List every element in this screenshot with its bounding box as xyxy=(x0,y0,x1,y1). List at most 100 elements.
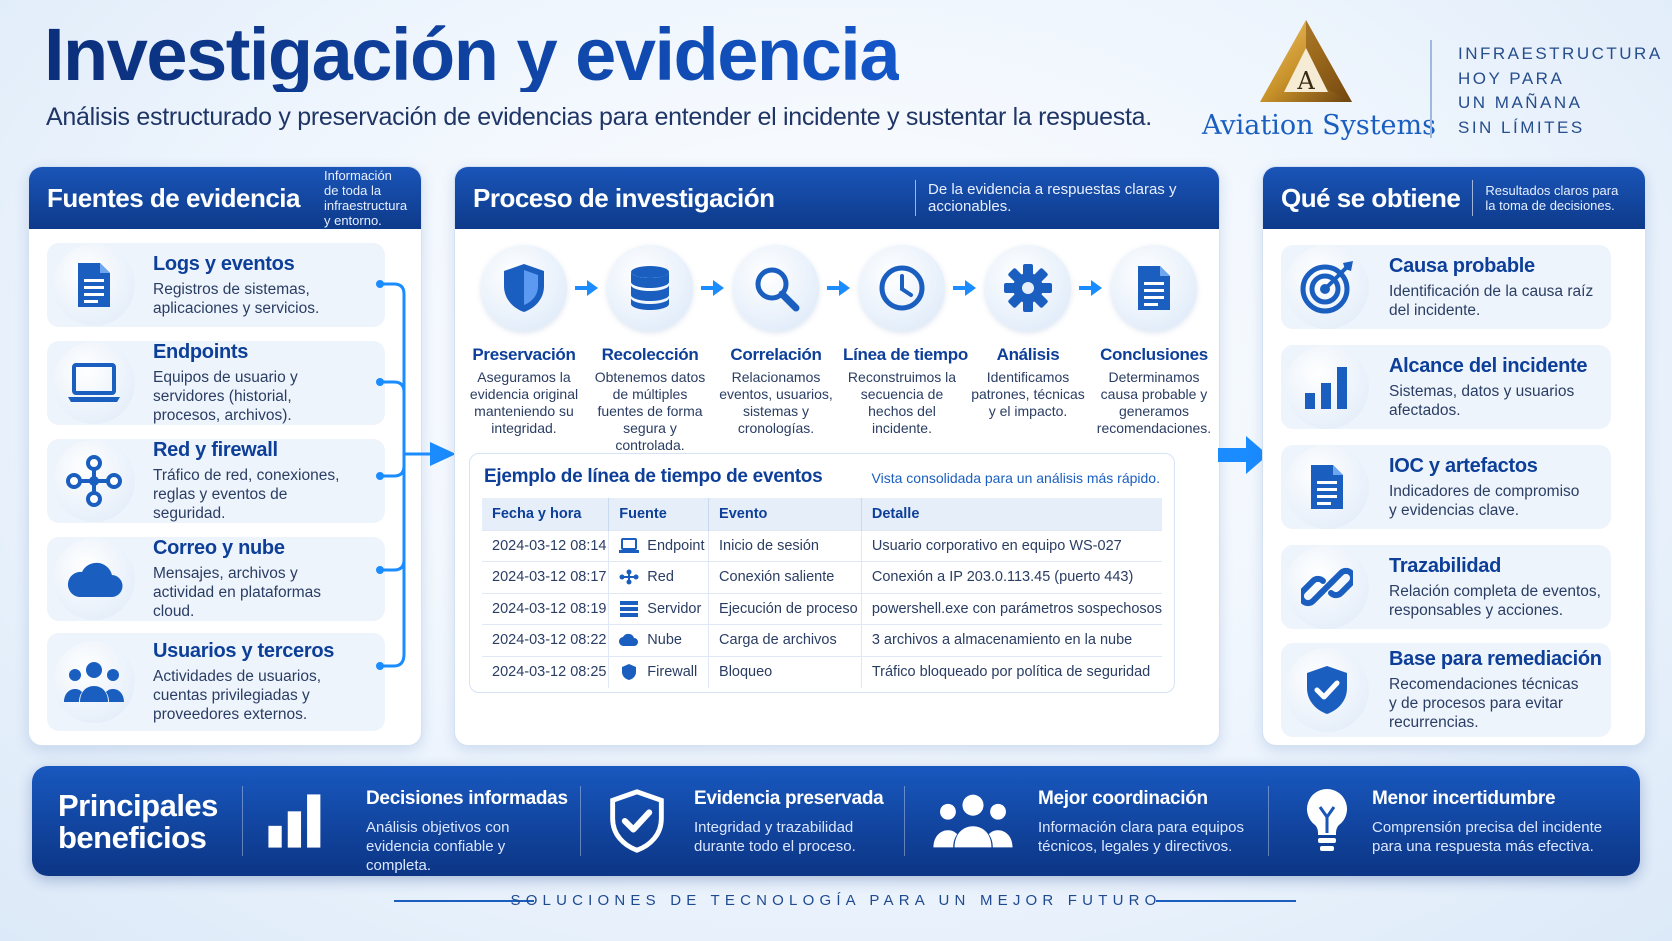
bar-chart-icon xyxy=(1305,367,1347,409)
result-desc: Identificación de la causa raíz del inci… xyxy=(1389,282,1594,319)
step-arrow-icon xyxy=(1079,280,1102,296)
column-header: Fuente xyxy=(608,498,710,530)
step-desc: Relacionamos eventos, usuarios, sistemas… xyxy=(719,369,833,436)
source-title: Endpoints xyxy=(153,341,249,363)
step-analysis: Análisis Identificamos patrones, técnica… xyxy=(969,245,1087,420)
timeline-title: Ejemplo de línea de tiempo de eventos xyxy=(484,466,823,487)
database-icon xyxy=(631,266,669,310)
step-arrow-icon xyxy=(701,280,724,296)
table-row: 2024-03-12 08:25 Firewall Bloqueo Tráfic… xyxy=(482,655,1162,688)
benefit-title: Mejor coordinación xyxy=(1038,788,1208,809)
laptop-icon xyxy=(619,537,640,553)
result-desc: Recomendaciones técnicas y de procesos p… xyxy=(1389,676,1579,731)
source-title: Logs y eventos xyxy=(153,252,295,275)
step-arrow-icon xyxy=(953,280,976,296)
results-arrow-icon xyxy=(1218,436,1268,474)
benefits-title: Principales beneficios xyxy=(58,788,218,855)
page-subtitle: Análisis estructurado y preservación de … xyxy=(46,103,1152,131)
source-desc: Actividades de usuarios, cuentas privile… xyxy=(153,668,322,723)
step-title: Conclusiones xyxy=(1100,345,1208,364)
source-desc: Registros de sistemas, aplicaciones y se… xyxy=(153,280,320,317)
result-desc: Indicadores de compromiso y evidencias c… xyxy=(1389,482,1580,519)
step-desc: Determinamos causa probable y generamos … xyxy=(1096,369,1212,436)
magnifier-icon xyxy=(755,267,800,312)
shield-check-icon xyxy=(1307,666,1347,714)
footer-tagline: SOLUCIONES DE TECNOLOGÍA PARA UN MEJOR F… xyxy=(510,892,1162,909)
cloud-icon xyxy=(67,562,123,598)
benefit-desc: Comprensión precisa del incidente para u… xyxy=(1372,819,1603,855)
step-title: Recolección xyxy=(601,345,699,364)
step-arrow-icon xyxy=(575,280,598,296)
benefit-desc: Información clara para equipos técnicos,… xyxy=(1038,819,1244,855)
evidence-sources-header: Fuentes de evidencia Información de toda… xyxy=(29,167,421,229)
step-title: Preservación xyxy=(472,345,576,364)
event-timeline: Ejemplo de línea de tiempo de eventos Vi… xyxy=(469,453,1175,693)
source-title: Usuarios y terceros xyxy=(153,640,335,662)
result-title: Alcance del incidente xyxy=(1389,354,1588,377)
shield-icon xyxy=(622,664,637,681)
step-preservation: Preservación Aseguramos la evidencia ori… xyxy=(465,245,583,437)
timeline-note: Vista consolidada para un análisis más r… xyxy=(871,470,1160,486)
header-divider xyxy=(1430,40,1432,138)
evidence-sources-desc: Información de toda la infraestructura y… xyxy=(323,168,408,228)
step-desc: Identificamos patrones, técnicas y el im… xyxy=(971,369,1085,419)
network-icon xyxy=(619,569,639,585)
benefit-title: Menor incertidumbre xyxy=(1372,788,1556,809)
svg-text:A: A xyxy=(1296,67,1315,95)
result-desc: Sistemas, datos y usuarios afectados. xyxy=(1389,382,1575,419)
investigation-process-header: Proceso de investigación De la evidencia… xyxy=(455,167,1219,229)
aviation-logo-icon: A xyxy=(1260,20,1352,102)
step-desc: Reconstruimos la secuencia de hechos del… xyxy=(847,369,957,436)
results-title: Qué se obtiene xyxy=(1281,182,1461,213)
benefit-title: Decisiones informadas xyxy=(366,788,568,809)
column-header: Evento xyxy=(708,498,862,530)
investigation-process-desc: De la evidencia a respuestas claras y ac… xyxy=(928,181,1177,215)
document-icon xyxy=(78,263,110,307)
step-arrow-icon xyxy=(827,280,850,296)
results-desc: Resultados claros para la toma de decisi… xyxy=(1485,183,1619,213)
bar-chart-icon xyxy=(268,794,321,848)
result-desc: Relación completa de eventos, responsabl… xyxy=(1389,582,1601,619)
table-row: 2024-03-12 08:22 Nube Carga de archivos … xyxy=(482,624,1162,656)
shield-icon xyxy=(504,264,544,312)
result-title: Trazabilidad xyxy=(1389,554,1501,577)
source-desc: Equipos de usuario y servidores (histori… xyxy=(153,369,298,424)
step-timeline: Línea de tiempo Reconstruimos la secuenc… xyxy=(843,245,968,437)
company-tagline: INFRAESTRUCTURA HOY PARA UN MAÑANA SIN L… xyxy=(1458,44,1663,137)
evidence-sources-title: Fuentes de evidencia xyxy=(47,182,300,213)
document-icon xyxy=(1311,465,1343,509)
timeline-table: Fecha y hora Fuente Evento Detalle 2024-… xyxy=(482,498,1162,688)
benefit-title: Evidencia preservada xyxy=(694,788,884,809)
sources-connector xyxy=(376,280,456,670)
shield-check-icon xyxy=(610,789,664,853)
footer-line-left xyxy=(394,900,534,902)
source-title: Correo y nube xyxy=(153,537,285,559)
cloud-icon xyxy=(619,634,639,647)
investigation-process-title: Proceso de investigación xyxy=(473,182,775,213)
source-title: Red y firewall xyxy=(153,439,278,461)
step-collection: Recolección Obtenemos datos de múltiples… xyxy=(591,245,709,454)
step-title: Análisis xyxy=(996,345,1060,364)
source-desc: Mensajes, archivos y actividad en plataf… xyxy=(153,565,322,620)
footer-line-right xyxy=(1156,900,1296,902)
clock-icon xyxy=(879,265,925,311)
step-desc: Aseguramos la evidencia original manteni… xyxy=(469,369,579,436)
server-icon xyxy=(620,600,639,617)
column-header: Detalle xyxy=(861,498,1162,530)
benefit-desc: Integridad y trazabilidad durante todo e… xyxy=(694,819,856,855)
result-title: Base para remediación xyxy=(1389,648,1602,670)
step-title: Correlación xyxy=(730,345,822,364)
step-desc: Obtenemos datos de múltiples fuentes de … xyxy=(594,369,706,453)
step-conclusions: Conclusiones Determinamos causa probable… xyxy=(1095,245,1213,437)
step-title: Línea de tiempo xyxy=(843,345,968,364)
table-row: 2024-03-12 08:19 Servidor Ejecución de p… xyxy=(482,592,1162,625)
column-header: Fecha y hora xyxy=(482,498,610,530)
